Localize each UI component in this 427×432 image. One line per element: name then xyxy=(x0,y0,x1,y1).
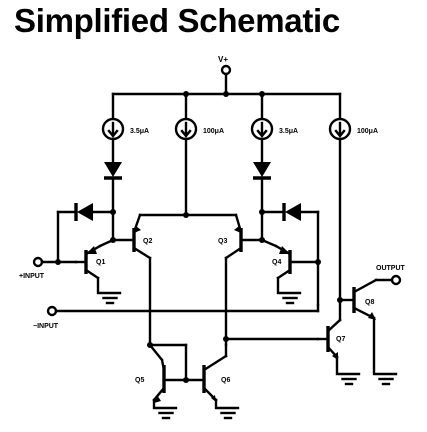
diode-d4 xyxy=(260,203,320,307)
supply-terminal: V+ xyxy=(218,55,232,96)
transistor-q2-label: Q2 xyxy=(143,238,152,245)
current-source-2: 100μA xyxy=(174,117,224,217)
current-source-2-label: 100μA xyxy=(203,128,224,135)
diode-d3 xyxy=(253,162,271,243)
plus-input-label: +INPUT xyxy=(19,273,45,280)
output-label: OUTPUT xyxy=(376,265,406,272)
page-title: Simplified Schematic xyxy=(14,2,340,39)
mirror-wiring xyxy=(147,336,320,383)
current-source-1: 3.5μA xyxy=(101,117,149,164)
transistor-q5-label: Q5 xyxy=(135,377,144,384)
transistor-q8-label: Q8 xyxy=(365,299,374,306)
transistor-q1-label: Q1 xyxy=(96,259,105,266)
current-source-4-label: 100μA xyxy=(357,128,378,135)
current-source-3-label: 3.5μA xyxy=(279,128,298,135)
transistor-q8: Q8 xyxy=(338,278,398,386)
transistor-q7-label: Q7 xyxy=(336,336,345,343)
minus-input-label: −INPUT xyxy=(33,323,59,330)
current-source-3: 3.5μA xyxy=(250,117,298,164)
supply-label: V+ xyxy=(218,55,228,64)
diode-d1 xyxy=(104,162,122,243)
output-pin: OUTPUT xyxy=(376,265,406,286)
transistor-q6: Q6 xyxy=(202,343,240,420)
minus-input-pin: −INPUT xyxy=(33,303,320,330)
transistor-q5: Q5 xyxy=(135,343,204,420)
transistor-q4: Q4 xyxy=(260,238,321,305)
transistor-q6-label: Q6 xyxy=(221,377,230,384)
supply-rail xyxy=(111,91,342,120)
current-source-1-label: 3.5μA xyxy=(130,128,149,135)
transistor-q3: Q3 xyxy=(218,213,264,347)
diff-pair-top xyxy=(138,212,238,218)
transistor-q4-label: Q4 xyxy=(272,259,281,266)
transistor-q3-label: Q3 xyxy=(218,238,227,245)
current-source-4: 100μA xyxy=(328,117,378,302)
plus-input-pin: +INPUT xyxy=(19,256,78,280)
diode-d2 xyxy=(56,203,115,264)
svg-text:V+: V+ xyxy=(218,55,228,64)
transistor-q2: Q2 xyxy=(111,213,152,347)
transistor-q1: Q1 xyxy=(74,238,122,305)
transistor-q7: Q7 xyxy=(316,297,361,386)
